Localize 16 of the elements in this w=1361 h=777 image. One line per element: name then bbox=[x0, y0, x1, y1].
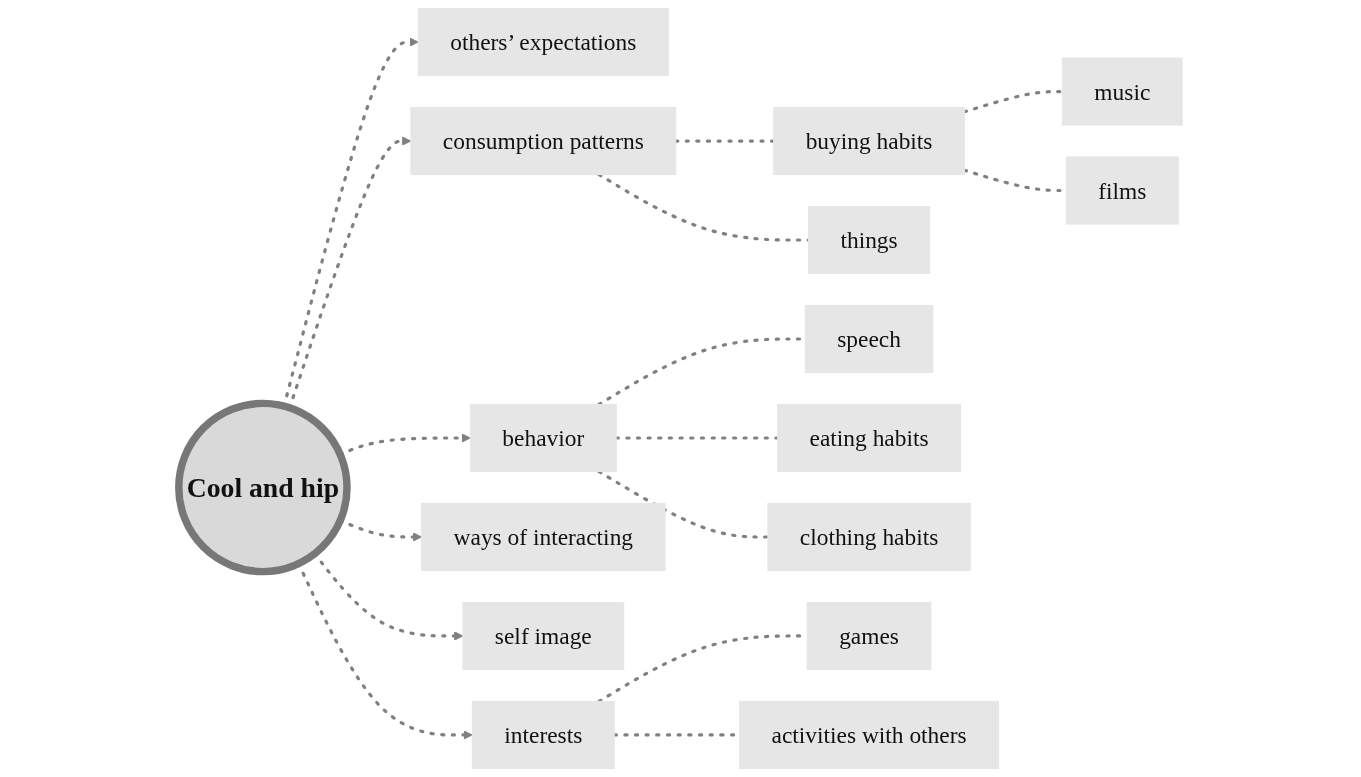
node-box: ways of interacting bbox=[421, 502, 666, 572]
node-box: clothing habits bbox=[767, 502, 971, 572]
node-box: activities with others bbox=[739, 700, 1000, 769]
node-box: others’ expectations bbox=[417, 8, 669, 77]
node-box: interests bbox=[471, 700, 615, 769]
node-box: eating habits bbox=[777, 403, 962, 473]
node-box: speech bbox=[804, 304, 934, 374]
node-box: behavior bbox=[469, 403, 617, 473]
node-box: buying habits bbox=[773, 106, 965, 176]
node-box: things bbox=[808, 205, 931, 275]
node-box: films bbox=[1065, 156, 1179, 225]
node-box: music bbox=[1061, 57, 1183, 126]
node-box: consumption patterns bbox=[410, 106, 677, 176]
node-box: games bbox=[806, 601, 932, 671]
node-box: self image bbox=[462, 601, 625, 671]
node-circle: Cool and hip bbox=[175, 399, 351, 576]
